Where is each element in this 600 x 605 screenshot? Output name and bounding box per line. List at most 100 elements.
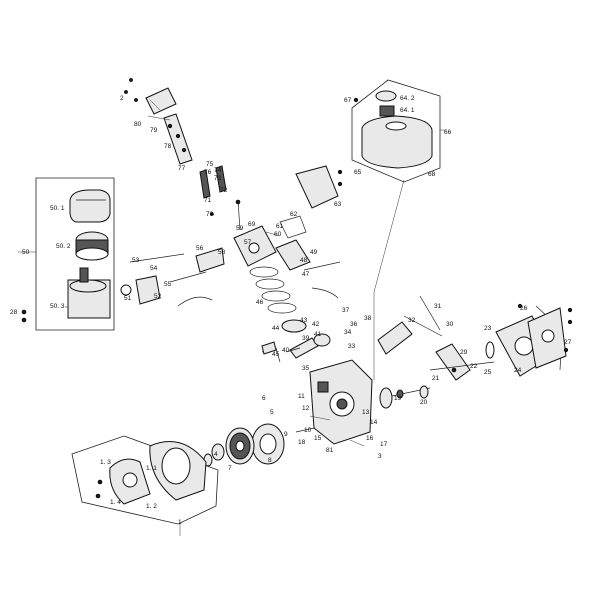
label: 24 xyxy=(514,367,522,374)
recoil-starter-box xyxy=(71,435,219,536)
label: 1. 3 xyxy=(100,459,111,466)
label: 6 xyxy=(262,395,266,402)
label: 51 xyxy=(124,295,132,302)
carburetor xyxy=(120,225,277,307)
label: 49 xyxy=(310,249,318,256)
label: 19 xyxy=(394,395,402,402)
label: 68 xyxy=(428,171,436,178)
label: 2 xyxy=(120,95,124,102)
screw-icon xyxy=(337,169,343,175)
head-cover xyxy=(275,215,341,299)
label: 79 xyxy=(150,127,158,134)
label: 1. 1 xyxy=(146,465,157,472)
label: 10 xyxy=(304,427,312,434)
label: 50 xyxy=(22,249,30,256)
label: 13 xyxy=(362,409,370,416)
label: 1. 2 xyxy=(146,503,157,510)
label: 21 xyxy=(432,375,440,382)
label: 4 xyxy=(214,451,218,458)
label: 47 xyxy=(302,271,310,278)
label: 33 xyxy=(348,343,356,350)
label: 81 xyxy=(326,447,334,454)
screw-icon xyxy=(353,97,359,103)
label: 45 xyxy=(272,351,280,358)
label: 52 xyxy=(154,293,162,300)
label: 32 xyxy=(408,317,416,324)
screw-icon xyxy=(567,307,573,313)
valve-train xyxy=(199,165,241,231)
label: 9 xyxy=(284,431,288,438)
label: 37 xyxy=(342,307,350,314)
label: 54 xyxy=(150,265,158,272)
label: 50. 3 xyxy=(50,303,65,310)
label: 60 xyxy=(274,231,282,238)
label: 48 xyxy=(300,257,308,264)
label: 53 xyxy=(132,257,140,264)
label: 69 xyxy=(248,221,256,228)
label: 39 xyxy=(302,335,310,342)
label: 16 xyxy=(366,435,374,442)
label: 1 xyxy=(178,519,182,526)
label: 7 xyxy=(228,465,232,472)
governor-bracket xyxy=(377,295,443,355)
label: 42 xyxy=(312,321,320,328)
label: 26 xyxy=(520,305,528,312)
side-cover xyxy=(495,305,567,377)
label: 35 xyxy=(302,365,310,372)
label: 28 xyxy=(10,309,18,316)
label: 64. 2 xyxy=(400,95,415,102)
connecting-rod xyxy=(261,333,331,363)
label: 56 xyxy=(196,245,204,252)
label: 34 xyxy=(344,329,352,336)
camshaft xyxy=(379,385,431,409)
label: 46 xyxy=(256,299,264,306)
air-filter-box xyxy=(18,177,115,331)
label: 72 xyxy=(220,187,228,194)
label: 80 xyxy=(134,121,142,128)
label: 57 xyxy=(244,239,252,246)
label: 11 xyxy=(298,393,305,400)
intake-assembly xyxy=(124,78,193,165)
label: 75 xyxy=(206,161,214,168)
label: 66 xyxy=(444,129,452,136)
label: 50. 1 xyxy=(50,205,65,212)
label: 78 xyxy=(164,143,172,150)
label: 25 xyxy=(484,369,492,376)
label: 43 xyxy=(300,317,308,324)
label: 20 xyxy=(420,399,428,406)
label: 29 xyxy=(460,349,468,356)
label: 59 xyxy=(236,225,244,232)
label: 8 xyxy=(268,457,272,464)
screw-icon xyxy=(517,303,523,309)
screw-icon xyxy=(21,317,27,323)
label: 67 xyxy=(344,97,352,104)
label: 38 xyxy=(364,315,372,322)
fuel-tank-box xyxy=(351,79,446,183)
crankcase xyxy=(295,359,373,445)
label: 14 xyxy=(370,419,378,426)
label: 27 xyxy=(564,339,572,346)
label: 77 xyxy=(178,165,186,172)
label: 15 xyxy=(314,435,322,442)
screw-icon xyxy=(21,309,27,315)
label: 1. 4 xyxy=(110,499,121,506)
crankshaft xyxy=(429,341,495,381)
label: 41 xyxy=(314,331,322,338)
label: 23 xyxy=(484,325,492,332)
label: 76 xyxy=(204,169,212,176)
label: 63 xyxy=(334,201,342,208)
label: 17 xyxy=(380,441,388,448)
label: 30 xyxy=(446,321,454,328)
label: 73 xyxy=(214,175,222,182)
flywheel xyxy=(203,423,285,467)
label: 36 xyxy=(350,321,358,328)
label: 44 xyxy=(272,325,280,332)
label: 31 xyxy=(434,303,442,310)
piston-rings xyxy=(249,266,307,333)
leader-lines xyxy=(147,115,405,447)
label: 40 xyxy=(282,347,290,354)
label: 70 xyxy=(206,211,214,218)
label: 74 xyxy=(214,167,222,174)
label: 62 xyxy=(290,211,298,218)
